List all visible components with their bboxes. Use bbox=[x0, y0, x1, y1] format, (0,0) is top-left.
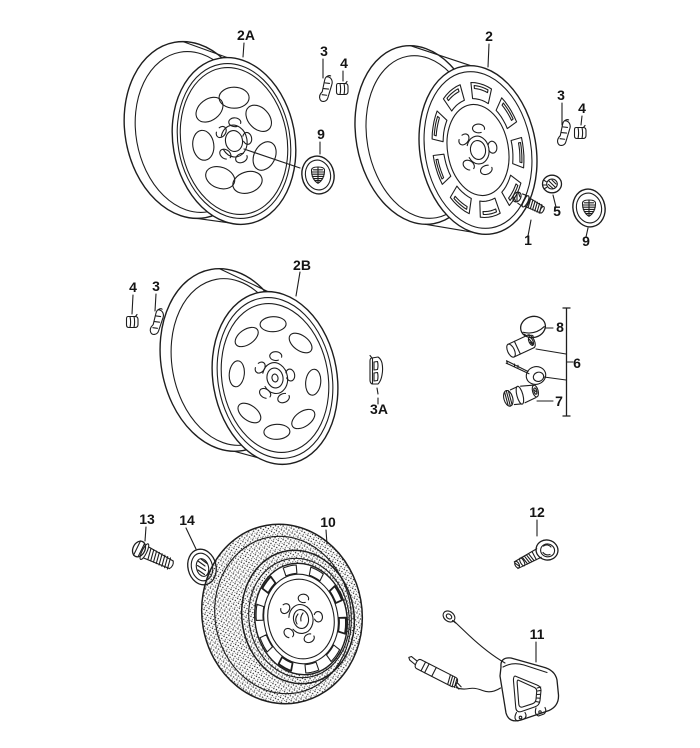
callout-19-10: 10 bbox=[320, 514, 336, 545]
part-number-label: 3 bbox=[152, 278, 160, 294]
seal-cap-14 bbox=[187, 548, 217, 586]
part-number-label: 3 bbox=[320, 43, 328, 59]
lock-key-6 bbox=[505, 360, 547, 385]
hub-cap-9-right bbox=[572, 188, 606, 228]
callout-1-3: 3 bbox=[320, 43, 328, 79]
callout-7-5: 5 bbox=[552, 194, 561, 219]
figures bbox=[123, 40, 606, 722]
part-number-label: 9 bbox=[582, 233, 590, 249]
balance-weight-3-mid bbox=[149, 308, 164, 335]
clip-4-right bbox=[573, 124, 587, 140]
bolt-13 bbox=[131, 540, 174, 570]
wheel-bolt-1 bbox=[512, 191, 545, 214]
callout-13-3a: 3A bbox=[370, 387, 388, 417]
part-number-label: 12 bbox=[529, 504, 545, 520]
part-number-label: 10 bbox=[320, 514, 336, 530]
spare-wheel-10 bbox=[200, 523, 364, 705]
part-number-label: 4 bbox=[340, 55, 348, 71]
part-number-label: 5 bbox=[553, 203, 561, 219]
lug-nut-5 bbox=[541, 174, 563, 194]
part-number-label: 1 bbox=[524, 232, 532, 248]
callout-18-14: 14 bbox=[179, 512, 197, 550]
hub-cap-9-left bbox=[301, 155, 335, 195]
part-number-label: 2B bbox=[293, 257, 311, 273]
part-number-label: 13 bbox=[139, 511, 155, 527]
callout-11-4: 4 bbox=[129, 279, 137, 315]
wheel-2b bbox=[159, 267, 339, 466]
callout-15-6: 6 bbox=[573, 355, 581, 371]
part-number-label: 6 bbox=[573, 355, 581, 371]
callout-6-4: 4 bbox=[578, 100, 586, 126]
callout-14-8: 8 bbox=[544, 319, 564, 335]
callout-10-2b: 2B bbox=[293, 257, 311, 297]
callout-4-2: 2 bbox=[485, 28, 493, 68]
callout-5-3: 3 bbox=[557, 87, 565, 126]
part-number-label: 3 bbox=[557, 87, 565, 103]
callout-9-9: 9 bbox=[582, 227, 590, 249]
part-number-label: 9 bbox=[317, 126, 325, 142]
clip-4-mid bbox=[125, 313, 139, 329]
clip-4-top bbox=[335, 80, 349, 96]
part-number-label: 14 bbox=[179, 512, 195, 528]
callout-12-3: 3 bbox=[152, 278, 160, 312]
lock-cap-8 bbox=[519, 315, 547, 339]
callout-8-1: 1 bbox=[524, 219, 532, 248]
part-number-label: 3A bbox=[370, 401, 388, 417]
callout-21-11: 11 bbox=[530, 626, 545, 663]
wheel-2a bbox=[123, 40, 297, 226]
part-number-label: 11 bbox=[530, 626, 545, 642]
lock-sleeve-6 bbox=[506, 334, 536, 358]
part-number-label: 8 bbox=[556, 319, 564, 335]
part-number-label: 4 bbox=[578, 100, 586, 116]
balance-weight-3-right bbox=[556, 118, 571, 146]
part-number-label: 2 bbox=[485, 28, 493, 44]
callout-16-7: 7 bbox=[536, 393, 563, 409]
wheel-lock-7 bbox=[503, 384, 540, 407]
part-number-label: 2A bbox=[237, 27, 255, 43]
part-number-label: 4 bbox=[129, 279, 137, 295]
clip-3a bbox=[369, 354, 384, 385]
wheel-2 bbox=[354, 45, 538, 236]
lock-set-bracket-6 bbox=[535, 307, 574, 417]
callout-17-13: 13 bbox=[139, 511, 155, 542]
pressure-unit-11 bbox=[408, 610, 560, 722]
callout-20-12: 12 bbox=[529, 504, 545, 537]
part-number-label: 7 bbox=[555, 393, 563, 409]
balance-weight-3-top bbox=[318, 74, 333, 102]
callout-2-4: 4 bbox=[340, 55, 348, 82]
callout-3-9: 9 bbox=[243, 126, 325, 169]
valve-12 bbox=[513, 539, 559, 570]
callout-0-2a: 2A bbox=[237, 27, 255, 58]
